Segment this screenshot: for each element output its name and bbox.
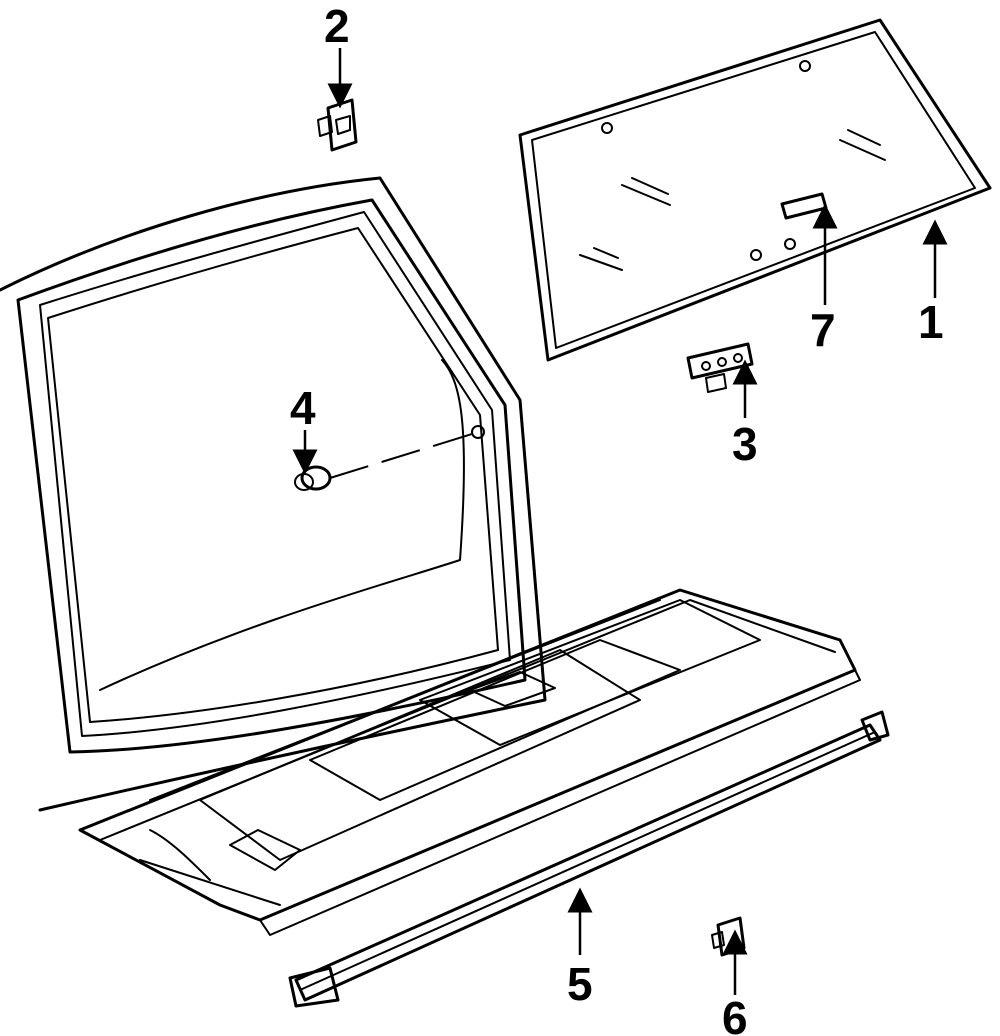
retainer-clip xyxy=(294,433,473,491)
lower-hinge xyxy=(711,916,746,957)
weatherstrip xyxy=(288,710,890,1008)
callout-1: 1 xyxy=(918,296,944,348)
callout-3: 3 xyxy=(732,418,758,470)
rear-glass xyxy=(518,18,992,362)
tailgate-panel xyxy=(78,588,861,936)
callout-2: 2 xyxy=(324,0,350,52)
callout-7: 7 xyxy=(810,304,836,356)
callout-6: 6 xyxy=(722,992,748,1036)
body-opening-frame xyxy=(0,176,547,812)
callout-4: 4 xyxy=(290,382,316,434)
callout-5: 5 xyxy=(567,958,593,1010)
glass-handle xyxy=(780,192,828,220)
upper-hinge xyxy=(317,98,358,152)
glass-hinge xyxy=(686,342,754,393)
